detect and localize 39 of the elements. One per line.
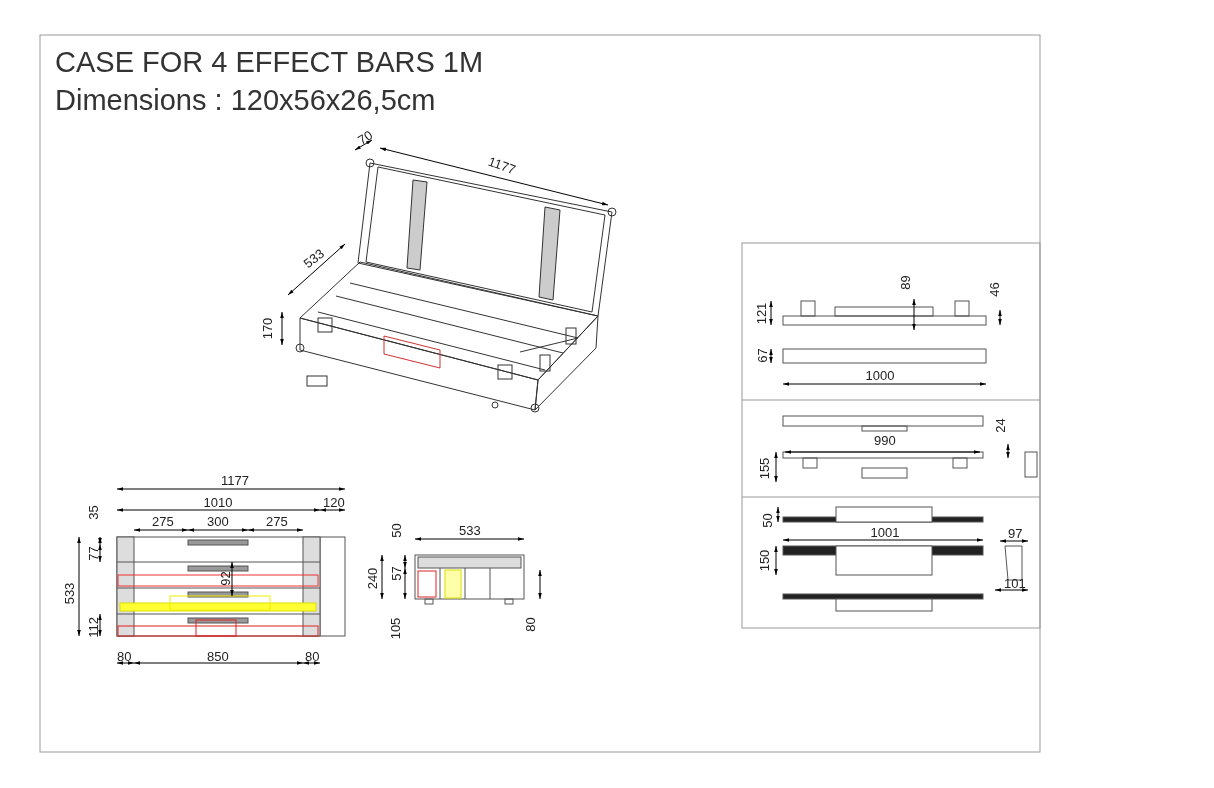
dimension-label: 89 — [898, 274, 912, 290]
dimension-label: 50 — [389, 522, 403, 538]
dimension-label: 35 — [86, 504, 100, 520]
dimension-label: 121 — [755, 302, 769, 324]
dimension-label: 533 — [63, 582, 77, 604]
dimension-label: 77 — [86, 545, 100, 561]
dimension-label: 67 — [755, 347, 769, 363]
dimension-label: 97 — [1008, 526, 1023, 540]
dimension-label: 170 — [261, 317, 275, 339]
dimension-label: 275 — [266, 514, 288, 528]
dimension-label: 155 — [758, 457, 772, 479]
subtitle: Dimensions : 120x56x26,5cm — [55, 86, 436, 115]
dimension-label: 120 — [323, 495, 345, 509]
dimension-label: 1010 — [203, 495, 233, 509]
dimension-label: 70 — [355, 127, 375, 147]
dimension-label: 1001 — [870, 525, 900, 539]
dimension-label: 80 — [523, 616, 537, 632]
dimension-label: 24 — [993, 417, 1007, 433]
dimension-label: 80 — [117, 649, 132, 663]
dimension-label: 105 — [389, 617, 403, 639]
dimension-label: 80 — [305, 649, 320, 663]
dimension-label: 112 — [86, 616, 100, 638]
dimension-label: 1177 — [221, 473, 249, 487]
dimension-label: 850 — [207, 649, 229, 663]
dimension-label: 150 — [758, 549, 772, 571]
dimension-label: 240 — [366, 567, 380, 589]
dimension-label: 1177 — [486, 154, 518, 176]
dimension-label: 50 — [760, 512, 774, 528]
dimension-label: 57 — [389, 565, 403, 581]
dimension-label: 990 — [874, 433, 896, 447]
dimension-label: 1000 — [865, 368, 895, 382]
dimension-label: 533 — [301, 246, 327, 270]
dimension-label: 46 — [987, 281, 1001, 297]
dimension-label: 101 — [1004, 576, 1026, 590]
dimension-label: 92 — [218, 570, 232, 586]
dimension-label: 533 — [459, 523, 481, 537]
dimension-label: 275 — [152, 514, 174, 528]
dimension-label: 300 — [207, 514, 229, 528]
title: CASE FOR 4 EFFECT BARS 1M — [55, 48, 484, 77]
